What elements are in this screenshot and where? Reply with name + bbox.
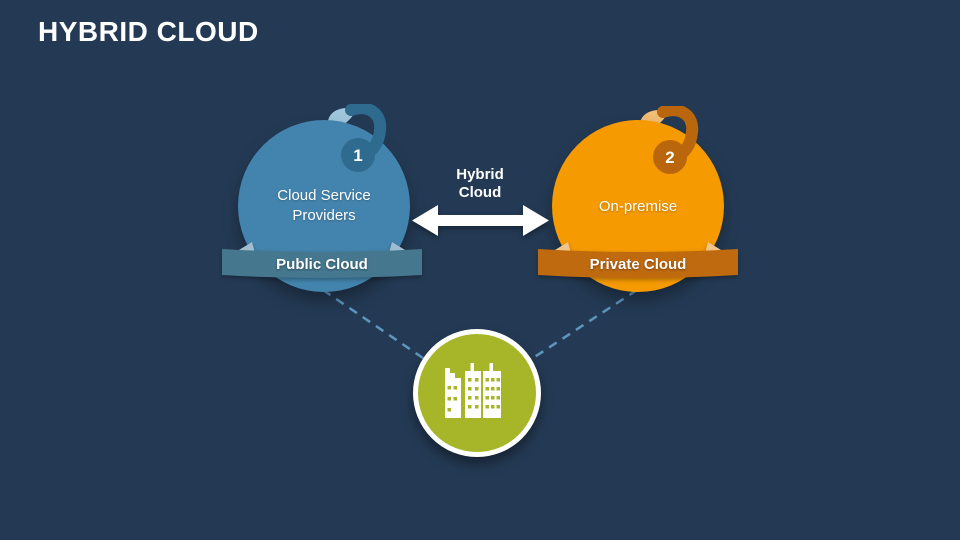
public-number-label: 1 xyxy=(353,146,362,165)
private-cloud-banner-label: Private Cloud xyxy=(589,256,687,273)
private-number-label: 2 xyxy=(665,148,674,167)
public-cloud-banner-label: Public Cloud xyxy=(276,256,368,273)
double-arrow-icon xyxy=(412,205,549,236)
public-cloud-title: Cloud Service Providers xyxy=(277,187,371,224)
city-buildings-icon xyxy=(445,363,501,418)
slide-title: HYBRID CLOUD xyxy=(38,16,259,47)
private-cloud-title: On-premise xyxy=(598,198,678,215)
public-cloud-ribbon xyxy=(222,242,422,278)
private-cloud-ribbon xyxy=(538,242,738,278)
public-swoosh-decoration: 1 xyxy=(341,104,387,172)
hybrid-cloud-label: Hybrid Cloud xyxy=(456,166,504,201)
private-swoosh-decoration: 2 xyxy=(653,106,699,174)
private-number-badge xyxy=(653,140,687,174)
public-number-badge xyxy=(341,138,375,172)
